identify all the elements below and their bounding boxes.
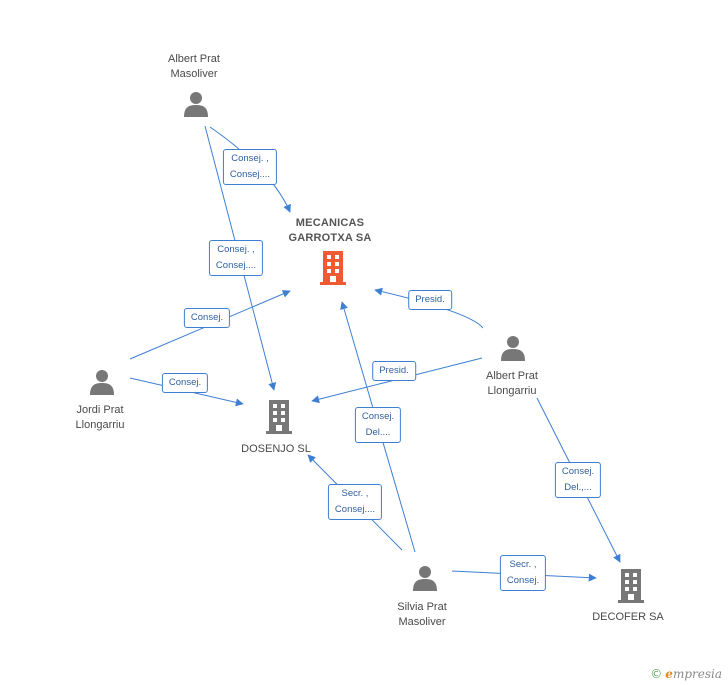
building-icon[interactable] [266, 400, 292, 434]
edge-albert-prat-llongarriu-to-mecanicas-garrotxa [374, 287, 484, 329]
edge-label-line: Secr. , [509, 559, 537, 570]
edge-label-line: Presid. [415, 294, 445, 305]
edge-label-line: Consej.... [229, 169, 271, 180]
edge-label-line: Consej. [190, 312, 224, 323]
edge-label-line: Consej. [506, 575, 540, 586]
node-label-dosenjo-sl[interactable]: DOSENJO SL [241, 442, 311, 457]
node-label-line: Llongarriu [487, 385, 537, 397]
edge-label[interactable]: Consej. [161, 373, 209, 393]
edge-label-line: Presid. [379, 365, 409, 376]
edge-label-line: Consej.... [334, 504, 376, 515]
edge-label[interactable]: Consej. [183, 308, 231, 328]
edge-label-line: Consej. , [231, 153, 269, 164]
edge-label[interactable]: Consej. Del.... [354, 407, 402, 443]
nodes-layer [90, 92, 644, 603]
edge-label[interactable]: Presid. [408, 290, 452, 310]
edge-label[interactable]: Secr. , Consej.... [327, 484, 383, 520]
brand-name: mpresia [672, 667, 722, 681]
edge-label-line: Consej. [168, 377, 202, 388]
node-label-line: GARROTXA SA [288, 232, 372, 244]
copyright-mark: © [650, 667, 663, 681]
node-label-line: Masoliver [398, 616, 446, 628]
brand-initial: e [665, 667, 673, 681]
person-icon[interactable] [184, 92, 208, 117]
node-label-line: Silvia Prat [397, 601, 447, 613]
edge-label-line: Secr. , [341, 488, 369, 499]
building-icon[interactable] [320, 251, 346, 285]
node-label-line: MECANICAS [295, 217, 365, 229]
node-label-line: Albert Prat [486, 370, 538, 382]
edge-label[interactable]: Secr. , Consej. [499, 555, 547, 591]
edge-label-line: Consej. , [217, 244, 255, 255]
building-icon[interactable] [618, 569, 644, 603]
node-label-line: DOSENJO SL [241, 443, 311, 455]
person-icon[interactable] [413, 566, 437, 591]
node-label-line: Jordi Prat [76, 404, 124, 416]
node-label-line: Masoliver [170, 68, 218, 80]
node-label-mecanicas-garrotxa[interactable]: MECANICAS GARROTXA SA [288, 216, 371, 246]
edge-label[interactable]: Consej. , Consej.... [208, 240, 264, 276]
edge-label[interactable]: Consej. , Consej.... [222, 149, 278, 185]
person-icon[interactable] [501, 336, 525, 361]
node-label-line: DECOFER SA [592, 611, 664, 623]
edge-label-line: Del.,... [564, 482, 592, 493]
node-label-line: Llongarriu [75, 419, 125, 431]
edge-label-line: Consej.... [215, 260, 257, 271]
edge-label[interactable]: Consej. Del.,... [554, 462, 602, 498]
node-label-decofer-sa[interactable]: DECOFER SA [592, 610, 664, 625]
edge-label-line: Consej. [361, 411, 395, 422]
edge-label-line: Del.... [365, 427, 391, 438]
node-label-line: Albert Prat [168, 53, 220, 65]
edge-label-line: Consej. [561, 466, 595, 477]
empresia-watermark: ©empresia [650, 667, 722, 681]
person-icon[interactable] [90, 370, 114, 395]
edge-label[interactable]: Presid. [372, 361, 416, 381]
